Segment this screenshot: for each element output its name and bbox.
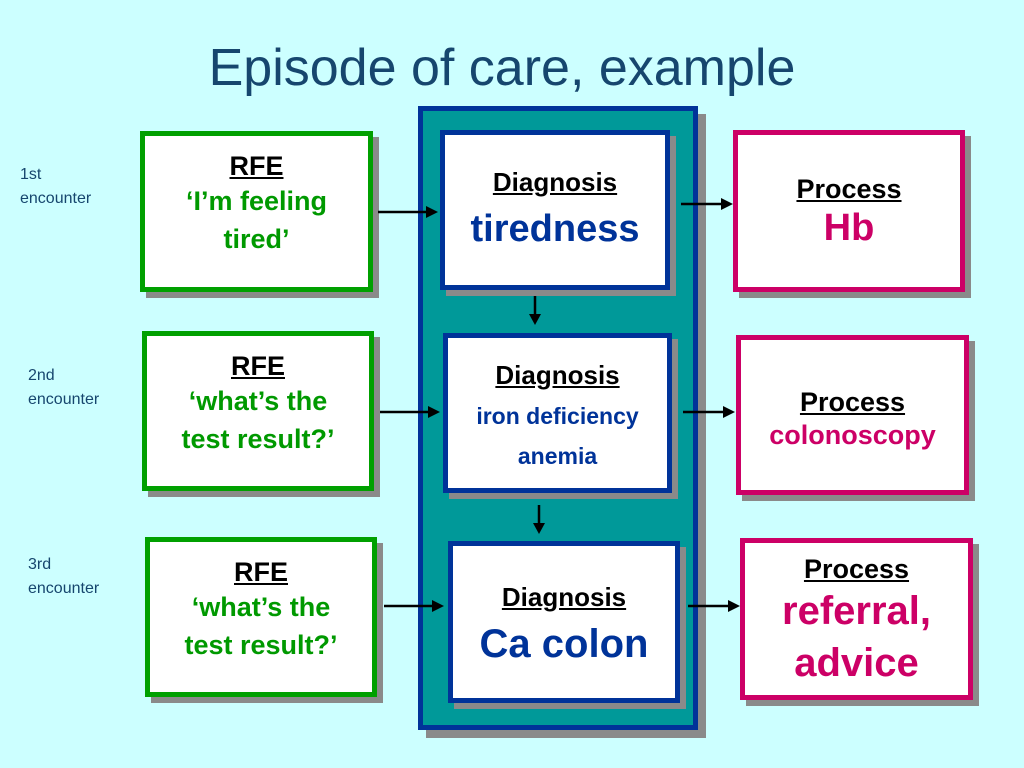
- encounter-label-3: 3rd encounter: [28, 553, 99, 601]
- rfe-box-1: RFE ‘I’m feeling tired’: [140, 131, 373, 292]
- rfe-box-2: RFE ‘what’s the test result?’: [142, 331, 374, 491]
- process-text-3-line1: referral,: [782, 589, 931, 633]
- process-header-3: Process: [803, 554, 910, 584]
- rfe-header-2: RFE: [231, 351, 285, 381]
- diagnosis-box-1: Diagnosis tiredness: [440, 130, 670, 290]
- rfe-header-3: RFE: [234, 557, 288, 587]
- diagnosis-text-2-line1: iron deficiency: [476, 403, 639, 429]
- encounter-label-3-line2: encounter: [28, 580, 100, 597]
- process-box-3: Process referral, advice: [740, 538, 973, 700]
- encounter-label-2-line2: encounter: [28, 391, 100, 408]
- encounter-label-1: 1st encounter: [20, 163, 91, 211]
- rfe-text-1-line1: ‘I’m feeling: [185, 186, 328, 216]
- slide-title: Episode of care, example: [208, 39, 796, 97]
- diagnosis-header-1: Diagnosis: [492, 167, 618, 197]
- diagnosis-header-3: Diagnosis: [501, 582, 627, 612]
- process-text-2: colonoscopy: [769, 420, 936, 450]
- arrow-rfe-to-diagnosis-3: [384, 600, 444, 612]
- arrow-diagnosis-1-to-2: [529, 296, 541, 325]
- diagnosis-text-2-line2: anemia: [517, 443, 598, 469]
- encounter-label-2: 2nd encounter: [28, 364, 99, 412]
- diagnosis-header-2: Diagnosis: [495, 360, 620, 390]
- arrow-diagnosis-to-process-2: [683, 406, 735, 418]
- rfe-text-2-line1: ‘what’s the: [188, 386, 328, 416]
- rfe-box-3: RFE ‘what’s the test result?’: [145, 537, 377, 697]
- process-header-2: Process: [799, 387, 906, 417]
- encounter-label-3-line1: 3rd: [28, 556, 52, 573]
- rfe-header-1: RFE: [229, 151, 284, 181]
- arrow-diagnosis-to-process-1: [681, 198, 733, 210]
- encounter-label-1-line1: 1st: [20, 166, 42, 183]
- arrow-rfe-to-diagnosis-1: [378, 206, 438, 218]
- rfe-text-3-line1: ‘what’s the: [191, 592, 331, 622]
- process-box-1: Process Hb: [733, 130, 965, 292]
- encounter-label-1-line2: encounter: [20, 190, 92, 207]
- diagnosis-text-1: tiredness: [470, 208, 640, 250]
- diagnosis-text-3: Ca colon: [479, 622, 649, 666]
- diagnosis-box-3: Diagnosis Ca colon: [448, 541, 680, 703]
- process-header-1: Process: [796, 174, 902, 204]
- process-box-2: Process colonoscopy: [736, 335, 969, 495]
- arrow-diagnosis-2-to-3: [533, 505, 545, 534]
- encounter-label-2-line1: 2nd: [28, 367, 55, 384]
- process-text-1: Hb: [823, 207, 875, 249]
- process-text-3-line2: advice: [794, 641, 919, 685]
- rfe-text-3-line2: test result?’: [184, 630, 338, 660]
- arrow-diagnosis-to-process-3: [688, 600, 740, 612]
- arrow-rfe-to-diagnosis-2: [380, 406, 440, 418]
- rfe-text-1-line2: tired’: [223, 224, 290, 254]
- diagnosis-box-2: Diagnosis iron deficiency anemia: [443, 333, 672, 493]
- rfe-text-2-line2: test result?’: [181, 424, 335, 454]
